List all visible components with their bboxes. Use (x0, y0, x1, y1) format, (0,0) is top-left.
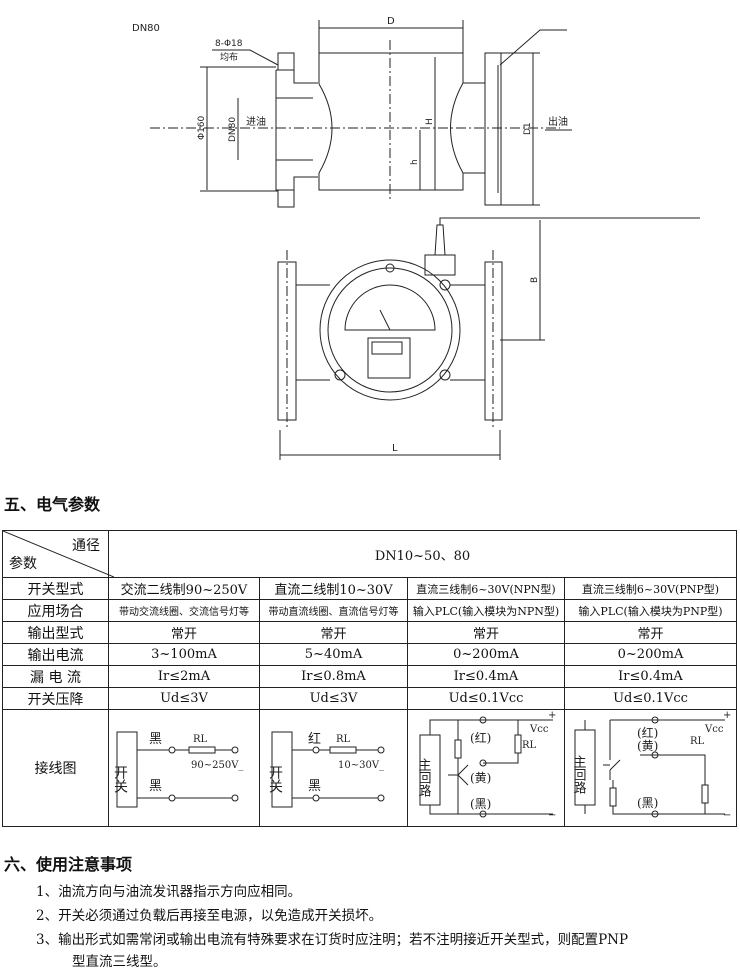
wire-color-top: 黑 (149, 732, 162, 747)
cell: 输入PLC(输入模块为NPN型) (407, 599, 565, 622)
dim-h-lower: h (410, 159, 420, 165)
rl-label: RL (690, 736, 705, 747)
yellow-wire-label: (黄) (470, 771, 491, 785)
row-label: 开关压降 (2, 687, 109, 710)
switch-label: 开关 (112, 765, 128, 793)
cell: Ud≤3V (259, 687, 408, 710)
top-view: DN80 8-Φ18 均布 D Φ160 DN80 进油 H h D1 出油 (132, 16, 572, 208)
rl-label: RL (193, 734, 208, 745)
plus-label: + (723, 710, 731, 721)
wiring-pnp: 主回路 (红) (黄) (黑) Vcc RL + − (564, 709, 737, 827)
row-label: 输出型式 (2, 621, 109, 644)
flow-switch-drawing: DN80 8-Φ18 均布 D Φ160 DN80 进油 H h D1 出油 L… (132, 16, 700, 460)
dim-l: L (392, 443, 398, 454)
wire-color-top: 红 (308, 731, 321, 747)
vcc-label: Vcc (704, 724, 724, 735)
corner-bottom: 参数 (9, 556, 37, 572)
ac-wiring-diagram: 开关 黑 黑 RL 90~250V_ (112, 731, 243, 808)
note-3: 3、输出形式如需常闭或输出电流有特殊要求在订货时应注明；若不注明接近开关型式，则… (36, 932, 629, 948)
corner-top: 通径 (72, 538, 100, 554)
wiring-npn: 主回路 (红) (黄) (黑) Vcc RL + − (407, 709, 565, 827)
section5-title: 五、电气参数 (4, 495, 101, 514)
dim-h-upper: H (425, 118, 435, 125)
cell: Ir≤0.8mA (259, 665, 408, 688)
wiring-label: 接线图 (2, 709, 109, 827)
cell: 5~40mA (259, 643, 408, 666)
holes-note: 均布 (220, 51, 238, 63)
voltage-label: 90~250V_ (191, 760, 243, 771)
cell: 带动直流线圈、直流信号灯等 (259, 599, 408, 622)
row-label: 应用场合 (2, 599, 109, 622)
section6-title: 六、使用注意事项 (4, 855, 133, 874)
cell: 常开 (564, 621, 737, 644)
bottom-view: L B (277, 217, 700, 460)
cell: 直流二线制10~30V (259, 577, 408, 600)
rl-label: RL (522, 740, 537, 751)
minus-label: − (548, 810, 556, 821)
cell: 常开 (108, 621, 260, 644)
outlet-label: 出油 (548, 115, 568, 128)
dim-b: B (530, 277, 540, 283)
holes-label: 8-Φ18 (215, 39, 243, 49)
dim-d: D (387, 16, 395, 27)
cell: 常开 (259, 621, 408, 644)
inlet-label: 进油 (246, 115, 266, 128)
cell: 3~100mA (108, 643, 260, 666)
pnp-wiring-diagram: 主回路 (红) (黄) (黑) Vcc RL + − (571, 710, 732, 821)
switch-label: 开关 (267, 765, 283, 793)
note-3-continued: 型直流三线型。 (72, 954, 167, 970)
black-wire-label: (黑) (470, 797, 491, 811)
vcc-label: Vcc (529, 724, 549, 735)
note-2: 2、开关必须通过负载后再接至电源，以免造成开关损坏。 (36, 908, 383, 924)
black-wire-label: (黑) (637, 796, 658, 810)
dim-d1: D1 (523, 122, 533, 135)
red-wire-label: (红) (637, 725, 658, 740)
cell: 常开 (407, 621, 565, 644)
cell: Ir≤0.4mA (407, 665, 565, 688)
diagonal-line (3, 531, 114, 577)
note-1: 1、油流方向与油流发讯器指示方向应相同。 (36, 884, 302, 900)
flange-dia-label: Φ160 (197, 115, 207, 140)
cell: Ud≤0.1Vcc (407, 687, 565, 710)
cell: 0~200mA (407, 643, 565, 666)
minus-label: − (723, 810, 731, 821)
cell: Ud≤3V (108, 687, 260, 710)
wiring-ac: 开关 黑 黑 RL 90~250V_ (108, 709, 260, 827)
row-label: 开关型式 (2, 577, 109, 600)
rl-label: RL (336, 734, 351, 745)
bore-label: DN80 (228, 117, 238, 142)
cell: 输入PLC(输入模块为PNP型) (564, 599, 737, 622)
wire-color-bottom: 黑 (308, 779, 321, 794)
dc-wiring-diagram: 开关 红 黑 RL 10~30V_ (267, 731, 385, 808)
row-label: 漏 电 流 (2, 665, 109, 688)
cell: 交流二线制90~250V (108, 577, 260, 600)
cell: 带动交流线圈、交流信号灯等 (108, 599, 260, 622)
cell: Ir≤2mA (108, 665, 260, 688)
plus-label: + (548, 710, 556, 721)
main-circuit-label: 主回路 (416, 758, 432, 797)
yellow-wire-label: (黄) (637, 739, 658, 753)
main-circuit-label: 主回路 (571, 755, 587, 794)
cell: 直流三线制6~30V(PNP型) (564, 577, 737, 600)
wire-color-bottom: 黑 (149, 779, 162, 794)
cell: Ir≤0.4mA (564, 665, 737, 688)
wiring-dc: 开关 红 黑 RL 10~30V_ (259, 709, 408, 827)
cell: 0~200mA (564, 643, 737, 666)
corner-header: 通径 参数 (2, 530, 114, 578)
cell: 直流三线制6~30V(NPN型) (407, 577, 565, 600)
header-value: DN10~50、80 (108, 530, 737, 578)
voltage-label: 10~30V_ (338, 760, 384, 771)
cell: Ud≤0.1Vcc (564, 687, 737, 710)
row-label: 输出电流 (2, 643, 109, 666)
drawing-title: DN80 (132, 23, 160, 34)
red-wire-label: (红) (470, 730, 491, 745)
npn-wiring-diagram: 主回路 (红) (黄) (黑) Vcc RL + − (416, 710, 557, 821)
